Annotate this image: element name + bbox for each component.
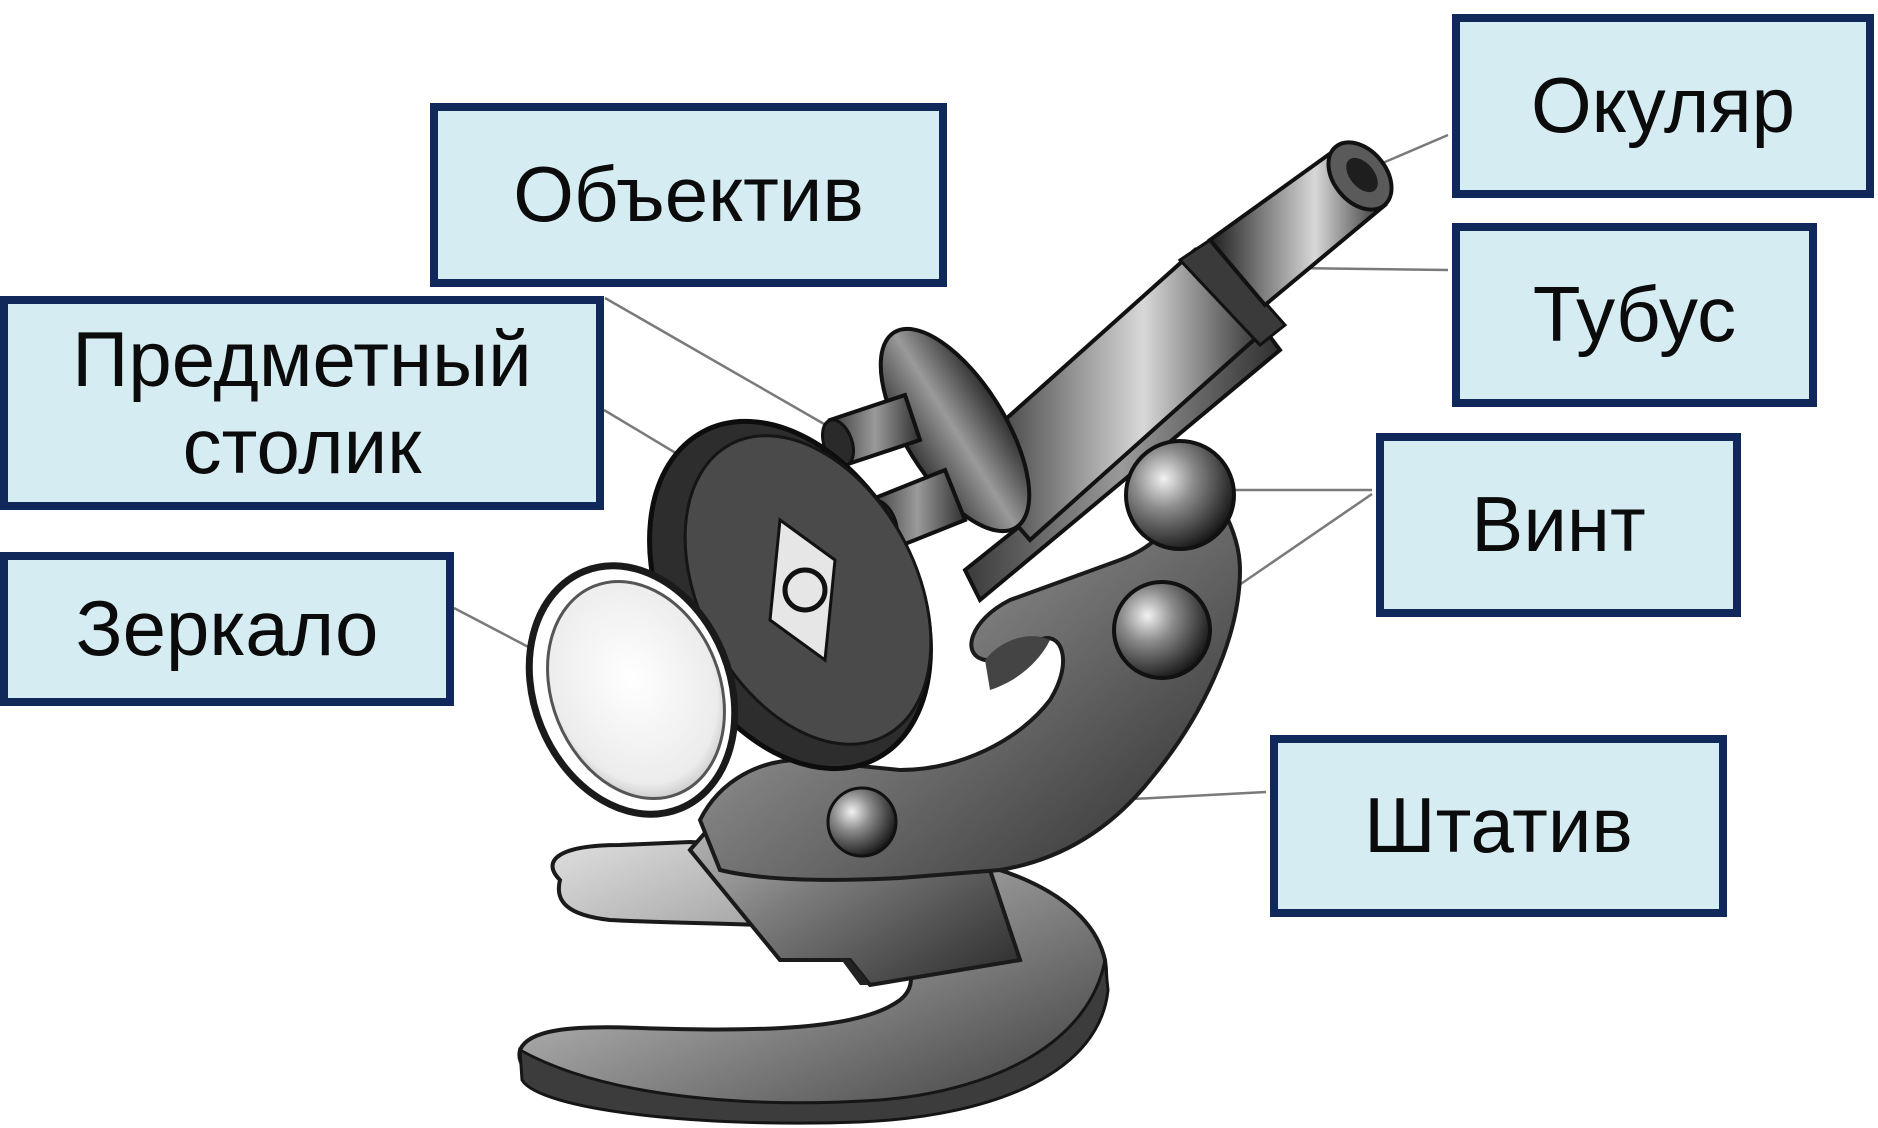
leader-line-okulyar: [1377, 133, 1449, 167]
label-stage-text: Предметный столик: [72, 314, 532, 490]
label-eyepiece-text: Окуляр: [1530, 61, 1796, 150]
leader-line-obektiv: [604, 296, 839, 434]
leader-line-tubus: [1289, 266, 1449, 272]
label-stand: Штатив: [1270, 735, 1727, 917]
mirror: [525, 562, 739, 818]
label-mirror-text: Зеркало: [75, 584, 379, 673]
label-objective: Объектив: [430, 103, 947, 287]
label-eyepiece: Окуляр: [1452, 14, 1874, 198]
leader-line-stolik: [603, 408, 685, 460]
label-objective-text: Объектив: [513, 150, 864, 239]
nosepiece: [878, 326, 1032, 534]
leader-line-vint-2: [1231, 492, 1373, 592]
label-screw: Винт: [1376, 433, 1741, 617]
coarse-knob: [1124, 439, 1236, 551]
label-stage: Предметный столик: [0, 296, 604, 510]
fine-knob: [1112, 580, 1212, 680]
label-mirror: Зеркало: [0, 552, 454, 706]
eyepiece: [1207, 140, 1394, 308]
label-tube: Тубус: [1452, 223, 1817, 407]
label-tube-text: Тубус: [1532, 270, 1737, 359]
label-stand-text: Штатив: [1364, 781, 1633, 870]
knobs: [826, 439, 1236, 858]
label-screw-text: Винт: [1471, 480, 1646, 569]
mirror-knob: [826, 786, 898, 858]
